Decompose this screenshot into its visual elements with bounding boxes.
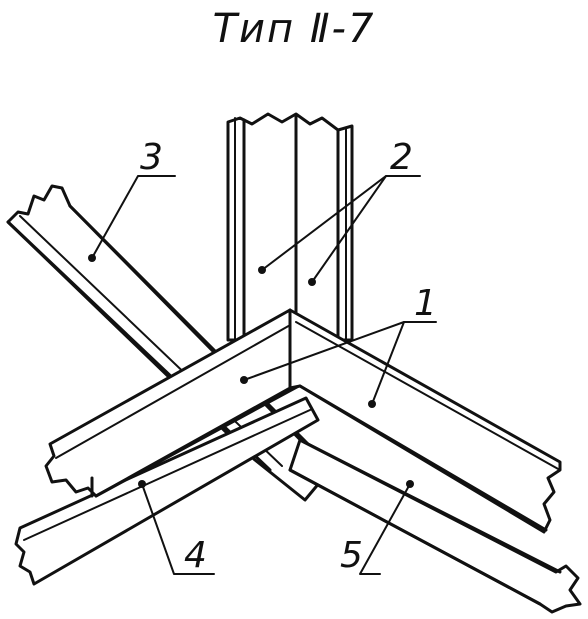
member-4-bar: [16, 398, 318, 584]
reference-dots: [88, 254, 414, 488]
leader-3: [92, 176, 175, 258]
member-2: [228, 114, 352, 340]
member-5-bar: [290, 440, 580, 612]
label-1: 1: [414, 283, 437, 324]
leader-1b: [372, 322, 404, 404]
dot-1a: [240, 376, 248, 384]
leader-5: [360, 484, 410, 574]
member-1-right-arm: [290, 310, 560, 532]
leader-2b: [312, 176, 386, 282]
dot-5: [406, 480, 414, 488]
leader-lines: [92, 176, 436, 574]
member-3: [8, 186, 332, 500]
label-4: 4: [184, 535, 207, 576]
label-3: 3: [140, 137, 163, 178]
diagram-title: Тип Ⅱ-7: [212, 6, 376, 52]
dot-3: [88, 254, 96, 262]
dot-4: [138, 480, 146, 488]
dot-2b: [308, 278, 316, 286]
label-5: 5: [340, 535, 363, 576]
leader-4: [142, 484, 214, 574]
dot-2a: [258, 266, 266, 274]
label-2: 2: [390, 137, 413, 178]
dot-1b: [368, 400, 376, 408]
